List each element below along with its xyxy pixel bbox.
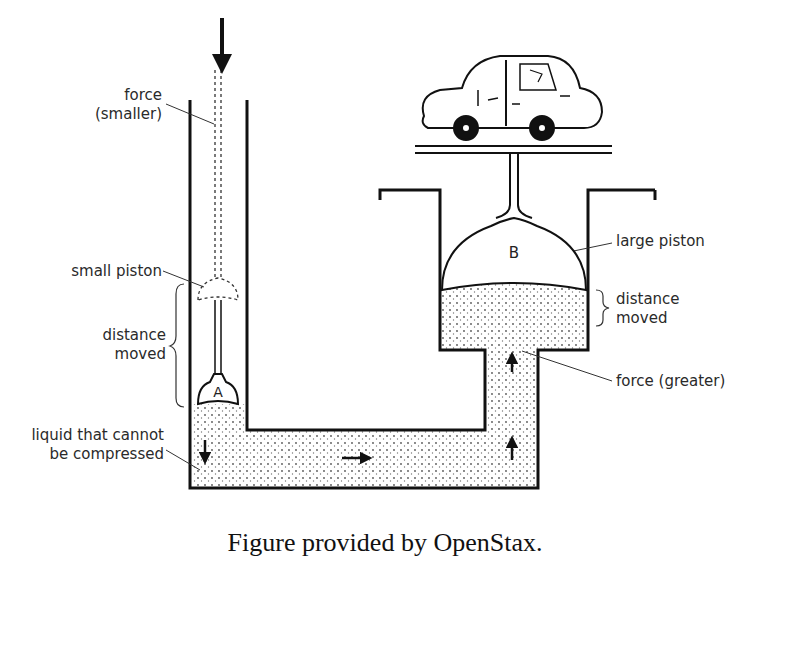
bracket bbox=[170, 284, 609, 407]
part-label: force (smaller) bbox=[88, 86, 162, 124]
platform bbox=[415, 146, 612, 218]
flow-arrow bbox=[205, 354, 512, 462]
piston: A bbox=[196, 372, 240, 406]
container bbox=[190, 100, 655, 488]
piston: B bbox=[441, 214, 587, 292]
part-label: force (greater) bbox=[616, 372, 776, 391]
part-label: small piston bbox=[40, 262, 162, 281]
piston-letter: A bbox=[196, 372, 240, 400]
part-label: distance moved bbox=[90, 326, 166, 364]
caption: Figure provided by OpenStax. bbox=[150, 528, 620, 558]
piston-rod bbox=[215, 300, 221, 378]
car bbox=[423, 56, 602, 140]
leader-line bbox=[163, 104, 612, 470]
piston-old-position bbox=[198, 70, 238, 300]
part-label: large piston bbox=[616, 232, 756, 251]
part-label: distance moved bbox=[616, 290, 706, 328]
liquid bbox=[192, 283, 586, 488]
piston-letter: B bbox=[441, 214, 587, 262]
force-arrow bbox=[212, 18, 232, 74]
part-label: liquid that cannot be compressed bbox=[12, 426, 164, 464]
